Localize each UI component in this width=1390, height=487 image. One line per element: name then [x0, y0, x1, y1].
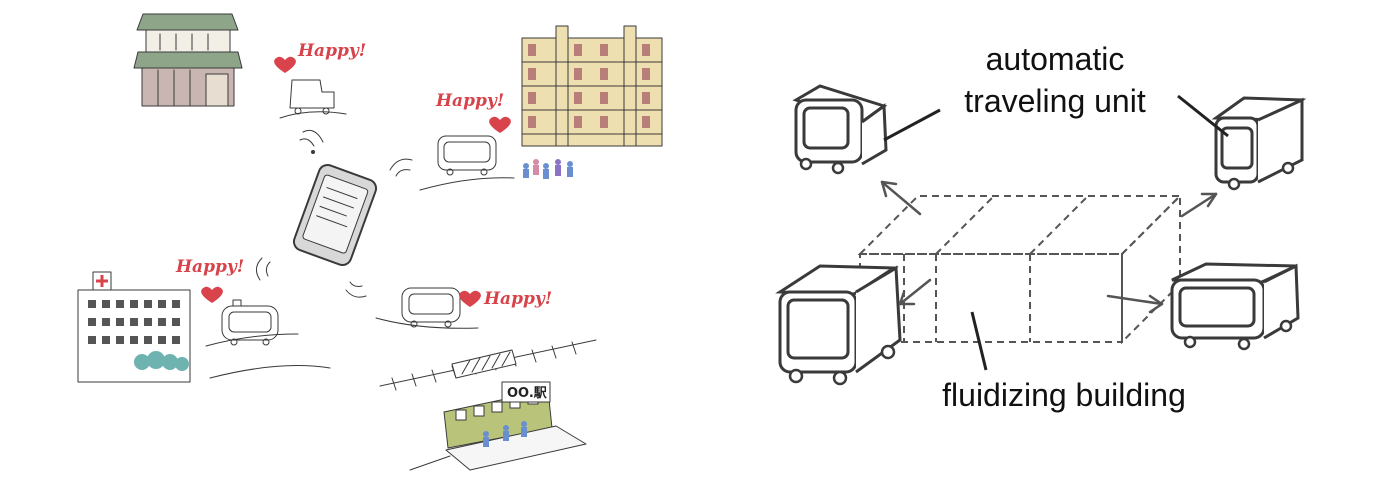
small-vehicle-2 — [419, 135, 515, 191]
heart-icon — [489, 116, 511, 133]
leader-lines — [883, 94, 1229, 371]
heart-icon — [201, 286, 223, 303]
smartphone — [292, 163, 378, 267]
small-vehicle-4 — [375, 287, 479, 329]
wifi-signal-icon — [299, 129, 324, 154]
automatic-traveling-unit-bottom-right — [1170, 262, 1300, 351]
automatic-traveling-unit-top-left — [792, 84, 888, 175]
happy-label-4: Happy! — [483, 289, 552, 309]
small-vehicle-1 — [279, 79, 347, 119]
station-sign: OO.駅 — [507, 386, 548, 401]
fluidizing-building-diagram: automatic traveling unit fluidizing buil… — [775, 41, 1307, 413]
happy-label-3: Happy! — [175, 257, 244, 277]
wifi-signal-icon — [345, 281, 367, 298]
wifi-signal-icon — [389, 158, 413, 177]
wifi-signal-icon — [256, 257, 271, 281]
people-group — [523, 159, 573, 179]
mobility-network-scene: Happy! — [77, 13, 663, 471]
label-traveling-unit: traveling unit — [964, 83, 1146, 119]
railway-station: OO.駅 — [379, 339, 597, 471]
heart-icon — [459, 290, 481, 307]
fluidizing-building-box — [857, 193, 1183, 345]
direction-arrows — [880, 180, 1218, 314]
happy-label-1: Happy! — [297, 41, 366, 61]
heart-icon — [274, 56, 296, 73]
label-fluidizing-building: fluidizing building — [942, 377, 1186, 413]
japanese-house — [133, 13, 243, 107]
small-vehicle-3 — [205, 299, 299, 347]
apartment-building — [521, 25, 663, 179]
automatic-traveling-unit-top-right — [1211, 96, 1307, 191]
automatic-traveling-unit-bottom-left — [775, 264, 902, 386]
label-automatic: automatic — [986, 41, 1125, 77]
hospital-building — [77, 271, 191, 383]
happy-label-2: Happy! — [435, 91, 504, 111]
